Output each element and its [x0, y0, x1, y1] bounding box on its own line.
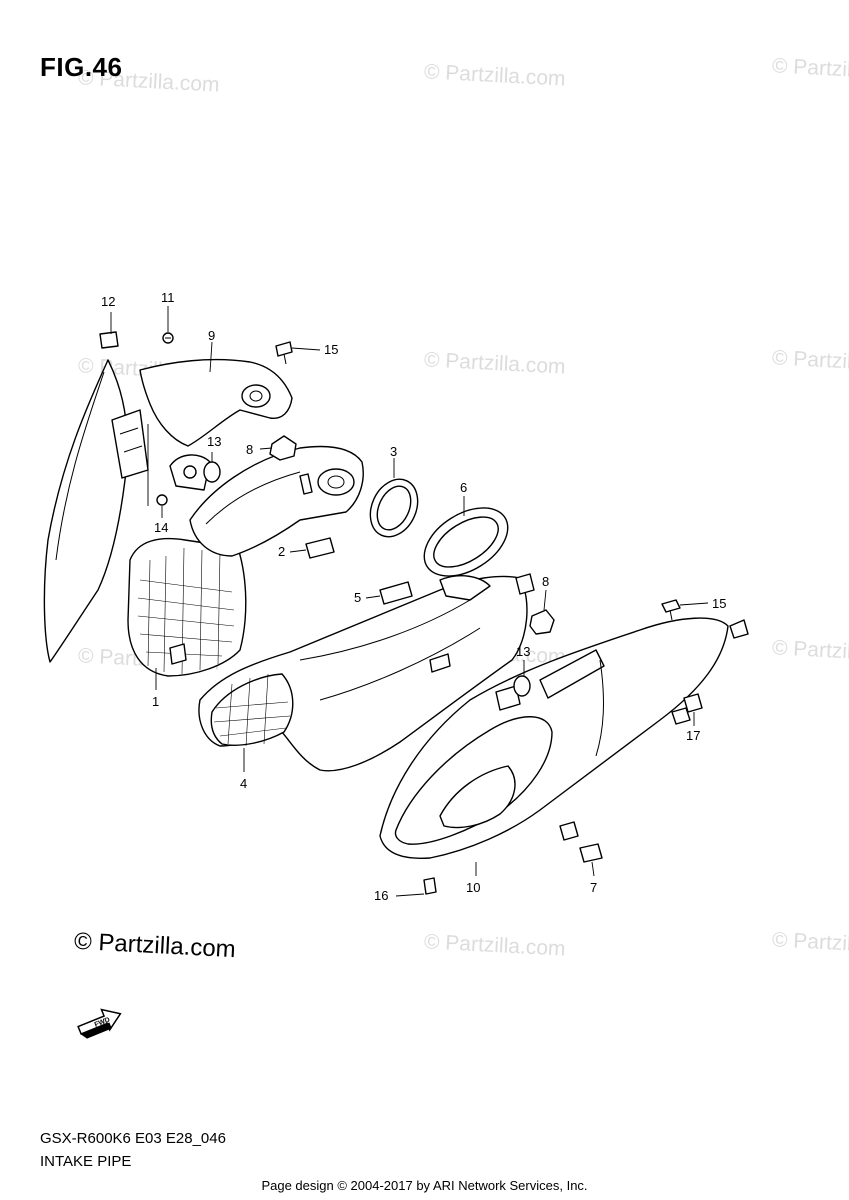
- page-footer: Page design © 2004-2017 by ARI Network S…: [261, 1178, 588, 1193]
- part-15-screw-upper: [275, 341, 293, 365]
- callout-8: 8: [246, 442, 253, 457]
- callout-17: 17: [686, 728, 700, 743]
- part-13-collar-upper: [203, 461, 221, 483]
- part-intake-duct-upper: [189, 445, 364, 557]
- part-7-clip: [579, 843, 603, 863]
- callout-1: 1: [152, 694, 159, 709]
- part-12-grommet: [99, 331, 119, 349]
- callout-7: 7: [590, 880, 597, 895]
- part-5-pad: [379, 581, 413, 605]
- callout-13: 13: [516, 644, 530, 659]
- part-13-collar-lower: [513, 675, 531, 697]
- diagram-name: INTAKE PIPE: [40, 1153, 132, 1170]
- callout-3: 3: [390, 444, 397, 459]
- part-2-pad: [305, 537, 335, 559]
- callout-2: 2: [278, 544, 285, 559]
- part-8-grommet-upper: [269, 435, 297, 461]
- part-14-bolt: [156, 494, 168, 506]
- part-16-screw: [423, 877, 437, 895]
- callout-15: 15: [324, 342, 338, 357]
- callout-6: 6: [460, 480, 467, 495]
- callout-16: 16: [374, 888, 388, 903]
- part-9-upper-duct: [139, 358, 293, 491]
- callout-11: 11: [161, 290, 175, 305]
- part-8-grommet-lower: [529, 609, 555, 635]
- leader-lines: [110, 306, 709, 897]
- part-10-side-cover: [379, 617, 749, 859]
- part-15-screw-lower: [661, 599, 681, 621]
- part-1-left-duct: [43, 359, 247, 677]
- part-6-oval-seal: [423, 507, 509, 577]
- callout-14: 14: [154, 520, 168, 535]
- callout-10: 10: [466, 880, 480, 895]
- callout-9: 9: [208, 328, 215, 343]
- part-4-lower-duct: [198, 573, 535, 772]
- model-code: GSX-R600K6 E03 E28_046: [40, 1130, 226, 1147]
- part-17-nut: [683, 693, 703, 713]
- callout-8: 8: [542, 574, 549, 589]
- callout-13: 13: [207, 434, 221, 449]
- part-3-ring-seal: [369, 478, 419, 538]
- part-11-screw: [162, 332, 174, 344]
- callout-15: 15: [712, 596, 726, 611]
- fwd-arrow-icon: FWD: [77, 1008, 122, 1039]
- callout-5: 5: [354, 590, 361, 605]
- callout-12: 12: [101, 294, 115, 309]
- callout-4: 4: [240, 776, 247, 791]
- figure-title: FIG.46: [40, 52, 123, 82]
